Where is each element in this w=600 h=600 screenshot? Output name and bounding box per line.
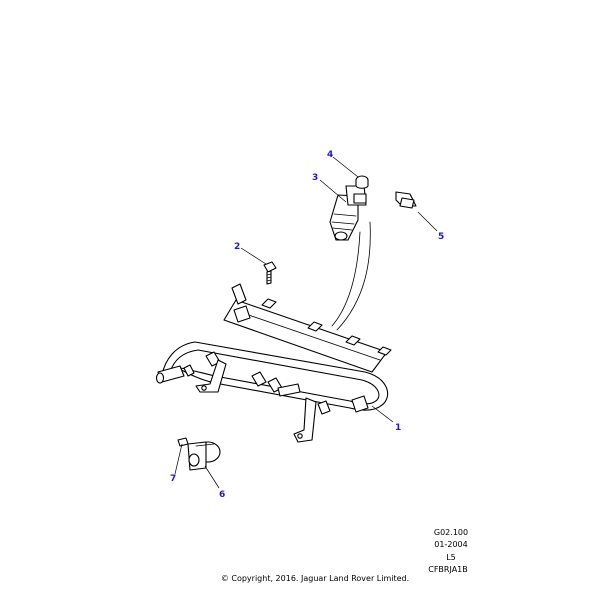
callout-3: 3 bbox=[312, 173, 318, 183]
callout-2: 2 bbox=[234, 242, 240, 252]
group-code-label: G02.100 bbox=[433, 528, 469, 537]
fuel-rail-assembly bbox=[155, 283, 392, 443]
retaining-clip-part bbox=[395, 191, 417, 209]
callout-labels: 1 2 3 4 5 6 7 bbox=[170, 150, 444, 500]
callout-5: 5 bbox=[438, 232, 444, 242]
figure-id-label: CFBRJA1B bbox=[428, 565, 468, 574]
callout-1: 1 bbox=[395, 423, 401, 433]
fuel-injector-part bbox=[329, 185, 371, 331]
callout-7: 7 bbox=[170, 474, 176, 484]
pressure-regulator-part bbox=[187, 441, 221, 471]
copyright-footer: © Copyright, 2016. Jaguar Land Rover Lim… bbox=[220, 574, 410, 583]
bolt-part bbox=[263, 261, 277, 285]
callout-4: 4 bbox=[327, 150, 333, 160]
level-label: L5 bbox=[446, 553, 456, 562]
callout-6: 6 bbox=[219, 490, 225, 500]
date-label: 01-2004 bbox=[434, 540, 468, 549]
leader-lines bbox=[174, 156, 438, 489]
o-ring-cap-part bbox=[355, 175, 369, 189]
screw-part bbox=[177, 437, 189, 447]
